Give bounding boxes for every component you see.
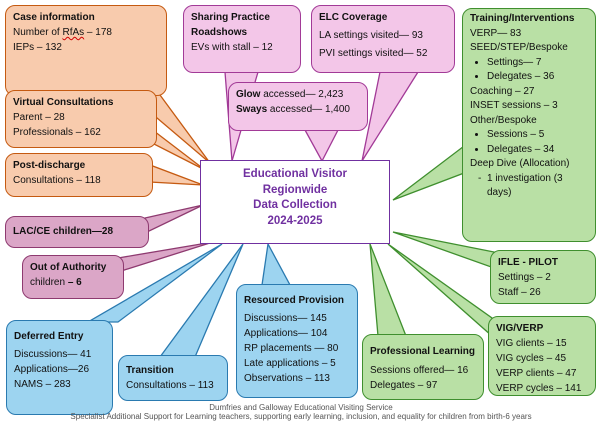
vig-cycles-line: VIG cycles – 45: [496, 353, 567, 364]
sessions-line: Sessions offered— 16: [370, 365, 469, 376]
box-title: Deferred Entry: [14, 331, 84, 342]
observations-line: Observations – 113: [244, 373, 330, 384]
other-line: Other/Bespoke: [470, 114, 537, 126]
pointer-resourced-provision: [261, 241, 292, 286]
out-of-authority-box: Out of Authority children – 6: [22, 255, 124, 299]
box-title: Transition: [126, 365, 174, 376]
list-item: Sessions – 5: [487, 128, 588, 143]
vig-clients-line: VIG clients – 15: [496, 338, 567, 349]
ifle-pilot-box: IFLE - PILOT Settings – 2 Staff – 26: [490, 250, 596, 304]
coaching-line: Coaching – 27: [470, 85, 535, 97]
box-title: Virtual Consultations: [13, 97, 114, 108]
other-list: Sessions – 5 Delegates – 34: [470, 128, 588, 157]
delegates-line: Delegates – 97: [370, 380, 438, 391]
title-line: 2024-2025: [267, 214, 323, 227]
glow-sways-box: Glow accessed— 2,423 Sways accessed— 1,4…: [228, 82, 368, 131]
box-title: Training/Interventions: [470, 13, 575, 24]
list-item: Settings— 7: [487, 56, 588, 71]
staff-line: Staff – 26: [498, 287, 541, 298]
professional-learning-box: Professional Learning Sessions offered— …: [362, 334, 484, 400]
professionals-line: Professionals – 162: [13, 127, 101, 138]
box-title: Case information: [13, 12, 95, 23]
seed-line: SEED/STEP/Bespoke: [470, 42, 568, 53]
pointer-glow: [303, 129, 340, 163]
applications-line: Applications—26: [14, 364, 90, 375]
ieps-line: IEPs – 132: [13, 42, 62, 53]
transition-box: Transition Consultations – 113: [118, 355, 228, 401]
verp-cycles-line: VERP cycles – 141: [496, 383, 582, 394]
consultations-line: Consultations – 118: [13, 175, 101, 186]
children-line: children – 6: [30, 277, 82, 288]
parent-line: Parent – 28: [13, 112, 65, 123]
post-discharge-box: Post-discharge Consultations – 118: [5, 153, 153, 197]
nams-line: NAMS – 283: [14, 379, 71, 390]
box-title: Post-discharge: [13, 160, 86, 171]
box-title: Professional Learning: [370, 346, 476, 357]
box-title: ELC Coverage: [319, 12, 388, 23]
glow-line: Glow accessed— 2,423: [236, 89, 344, 100]
box-title: Resourced Provision: [244, 295, 345, 306]
footer-description: Specialist Additional Support for Learni…: [70, 412, 532, 421]
rfas-line: Number of RfAs – 178: [13, 27, 112, 38]
evs-line: EVs with stall – 12: [191, 42, 273, 53]
deep-dive-list: 1 investigation (3 days): [470, 172, 588, 201]
box-title: IFLE - PILOT: [498, 257, 558, 268]
settings-line: Settings – 2: [498, 272, 551, 283]
sways-line: Sways accessed— 1,400: [236, 104, 350, 115]
rp-placements-line: RP placements — 80: [244, 343, 339, 354]
pointer-professional-learning: [369, 243, 407, 337]
pointer-transition: [158, 243, 244, 358]
vig-verp-box: VIG/VERP VIG clients – 15 VIG cycles – 4…: [488, 316, 596, 396]
training-interventions-box: Training/Interventions VERP— 83 SEED/STE…: [462, 8, 596, 242]
box-title: Roadshows: [191, 27, 248, 38]
pvi-line: PVI settings visited— 52: [319, 48, 428, 59]
pointer-lac: [144, 204, 204, 235]
applications-line: Applications— 104: [244, 328, 328, 339]
la-line: LA settings visited— 93: [319, 30, 423, 41]
inset-line: INSET sessions – 3: [470, 100, 558, 111]
pointer-post-discharge: [149, 164, 204, 186]
elc-coverage-box: ELC Coverage LA settings visited— 93 PVI…: [311, 5, 455, 73]
footer-service-name: Dumfries and Galloway Educational Visiti…: [209, 403, 393, 412]
list-item: 1 investigation (3 days): [478, 172, 588, 201]
resourced-provision-box: Resourced Provision Discussions— 145 App…: [236, 284, 358, 398]
lac-box: LAC/CE children—28: [5, 216, 149, 248]
deferred-entry-box: Deferred Entry Discussions— 41 Applicati…: [6, 320, 113, 415]
seed-list: Settings— 7 Delegates – 36: [470, 56, 588, 85]
list-item: Delegates – 36: [487, 70, 588, 85]
box-title: Sharing Practice: [191, 12, 270, 23]
title-line: Data Collection: [253, 199, 337, 211]
box-title: Out of Authority: [30, 262, 107, 273]
pointer-elc: [361, 71, 420, 162]
virtual-consultations-box: Virtual Consultations Parent – 28 Profes…: [5, 90, 157, 148]
deep-dive-line: Deep Dive (Allocation): [470, 158, 570, 169]
pointer-training: [392, 138, 473, 201]
discussions-line: Discussions— 145: [244, 313, 327, 324]
verp-clients-line: VERP clients – 47: [496, 368, 577, 379]
case-information-box: Case information Number of RfAs – 178 IE…: [5, 5, 167, 96]
main-title-box: Educational Visitor Regionwide Data Coll…: [200, 160, 390, 244]
late-applications-line: Late applications – 5: [244, 358, 336, 369]
title-line: Educational Visitor: [243, 168, 347, 180]
verp-line: VERP— 83: [470, 27, 522, 39]
lac-label: LAC/CE children—28: [13, 226, 114, 237]
list-item: Delegates – 34: [487, 143, 588, 158]
discussions-line: Discussions— 41: [14, 349, 92, 360]
box-title: VIG/VERP: [496, 323, 544, 334]
consultations-line: Consultations – 113: [126, 380, 214, 391]
sharing-practice-box: Sharing Practice Roadshows EVs with stal…: [183, 5, 301, 73]
title-line: Regionwide: [262, 183, 328, 196]
